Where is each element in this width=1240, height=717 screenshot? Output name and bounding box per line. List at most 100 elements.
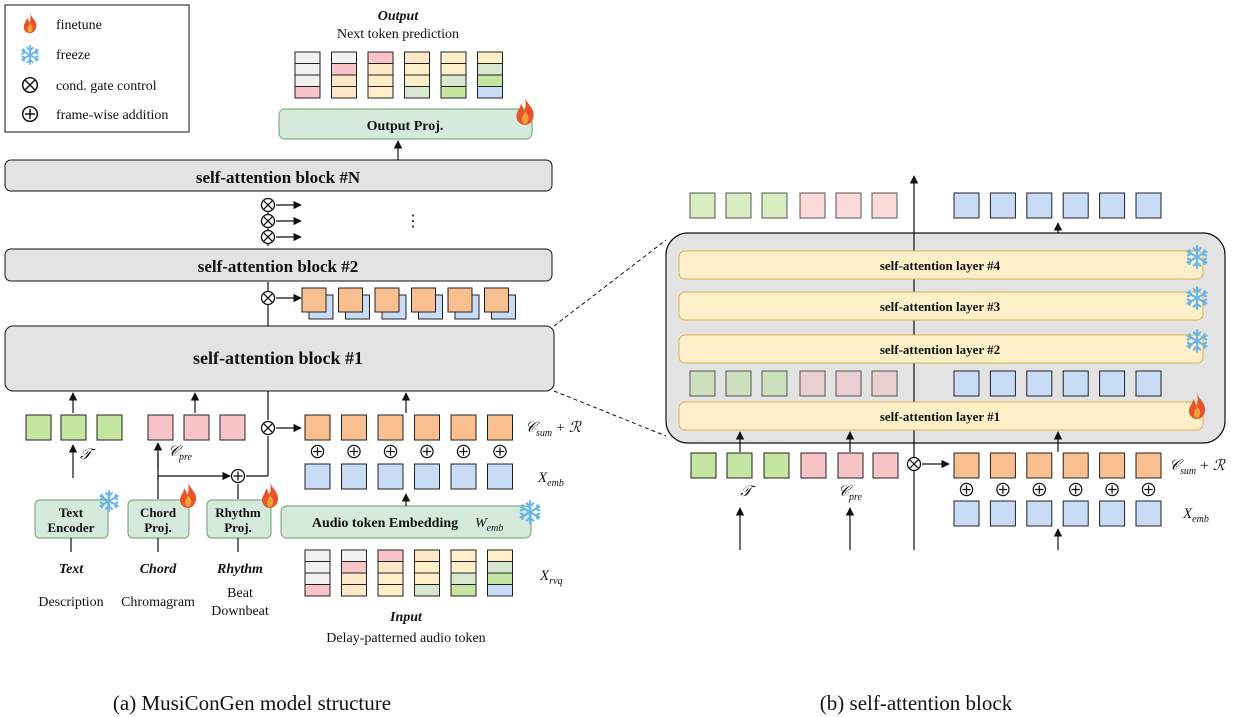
token-square <box>96 414 123 441</box>
token-square <box>447 287 473 313</box>
chord-input-title: Chord <box>140 562 178 577</box>
token-square <box>183 414 210 441</box>
token-cell <box>377 561 404 574</box>
input-title: Input <box>389 610 423 625</box>
token-cell <box>487 584 513 597</box>
token-cell <box>304 584 331 597</box>
token-square <box>725 370 752 397</box>
token-square <box>414 463 440 490</box>
token-square <box>1135 192 1162 219</box>
layer-1-label: self-attention layer #1 <box>880 409 1000 424</box>
audio-embedding-label: Audio token Embedding <box>312 516 458 531</box>
gate-icon <box>260 197 276 213</box>
flame-icon <box>262 482 279 508</box>
c-sum-r-symbol: 𝒞sum+ ℛ <box>1169 458 1226 477</box>
token-square <box>301 287 327 313</box>
addition-icon <box>1068 482 1083 497</box>
token-cell <box>367 74 394 87</box>
gate-icon <box>21 76 39 94</box>
attention-layer-4 <box>678 250 1204 280</box>
token-square <box>689 370 716 397</box>
layer-2-label: self-attention layer #2 <box>880 342 1000 357</box>
token-square <box>1099 500 1126 527</box>
condition-token-row <box>25 414 246 441</box>
rhythm-input-desc-1: Beat <box>227 586 253 601</box>
output-token-stack <box>294 51 503 99</box>
attention-layer-1 <box>678 401 1204 431</box>
token-cell <box>404 63 430 76</box>
token-square <box>1099 192 1126 219</box>
token-square <box>377 414 404 441</box>
token-square <box>872 452 899 479</box>
token-cell <box>404 74 430 87</box>
addition-icon <box>230 468 246 484</box>
addition-icon <box>493 444 507 459</box>
embedding-token-row <box>304 463 513 490</box>
addition-icon <box>420 444 434 459</box>
token-square <box>450 463 477 490</box>
block-n-label: self-attention block #N <box>196 168 361 187</box>
output-subtitle: Next token prediction <box>337 27 459 42</box>
chord-input-desc: Chromagram <box>121 595 195 610</box>
token-cell <box>304 572 331 585</box>
addition-icon <box>959 482 974 497</box>
token-square <box>837 452 864 479</box>
token-cell <box>304 549 331 562</box>
addition-icon <box>347 444 361 459</box>
token-cell <box>304 561 331 574</box>
token-square <box>1062 452 1089 479</box>
addition-icon <box>310 444 325 459</box>
caption-b: (b) self-attention block <box>820 691 1013 715</box>
token-square <box>761 370 788 397</box>
token-square <box>25 414 52 441</box>
panel-embedding-row <box>953 500 1162 527</box>
token-cell <box>440 51 467 64</box>
flame-icon <box>180 482 197 508</box>
addition-icon <box>996 482 1010 497</box>
token-square <box>799 370 826 397</box>
legend-finetune: finetune <box>56 18 102 33</box>
token-cell <box>487 561 513 574</box>
panel-sum-row <box>953 452 1162 479</box>
token-square <box>989 192 1016 219</box>
rhythm-proj-label-2: Proj. <box>224 520 252 535</box>
layer-4-label: self-attention layer #4 <box>880 258 1001 273</box>
token-square <box>689 192 716 219</box>
token-square <box>989 370 1016 397</box>
token-cell <box>450 584 477 597</box>
token-square <box>1135 370 1162 397</box>
token-square <box>1026 500 1053 527</box>
token-square <box>871 192 898 219</box>
token-square <box>1026 192 1053 219</box>
token-cell <box>450 572 477 585</box>
token-cell <box>404 86 430 99</box>
token-cell <box>294 63 321 76</box>
attention-layer-3 <box>678 291 1204 321</box>
token-square <box>953 370 980 397</box>
token-cell <box>440 63 467 76</box>
panel-output-row <box>689 192 1162 219</box>
token-square <box>377 463 404 490</box>
token-square <box>725 192 752 219</box>
x-rvq-symbol: Xrvq <box>539 568 563 587</box>
token-square <box>374 287 400 313</box>
output-title: Output <box>378 9 420 24</box>
token-cell <box>477 74 503 87</box>
token-cell <box>367 86 394 99</box>
token-square <box>835 192 862 219</box>
token-square <box>953 452 980 479</box>
token-square <box>800 452 827 479</box>
ellipsis: ⋮ <box>405 213 421 230</box>
block-2-label: self-attention block #2 <box>198 257 359 276</box>
token-cell <box>477 63 503 76</box>
self-attention-block-1 <box>4 325 555 392</box>
token-square <box>341 463 367 490</box>
token-square <box>304 463 331 490</box>
gate-icon <box>260 420 276 436</box>
layer-3-label: self-attention layer #3 <box>880 299 1001 314</box>
token-square <box>761 192 788 219</box>
token-square <box>989 452 1016 479</box>
output-proj-label: Output Proj. <box>367 119 444 134</box>
self-attention-block-n <box>4 159 553 192</box>
